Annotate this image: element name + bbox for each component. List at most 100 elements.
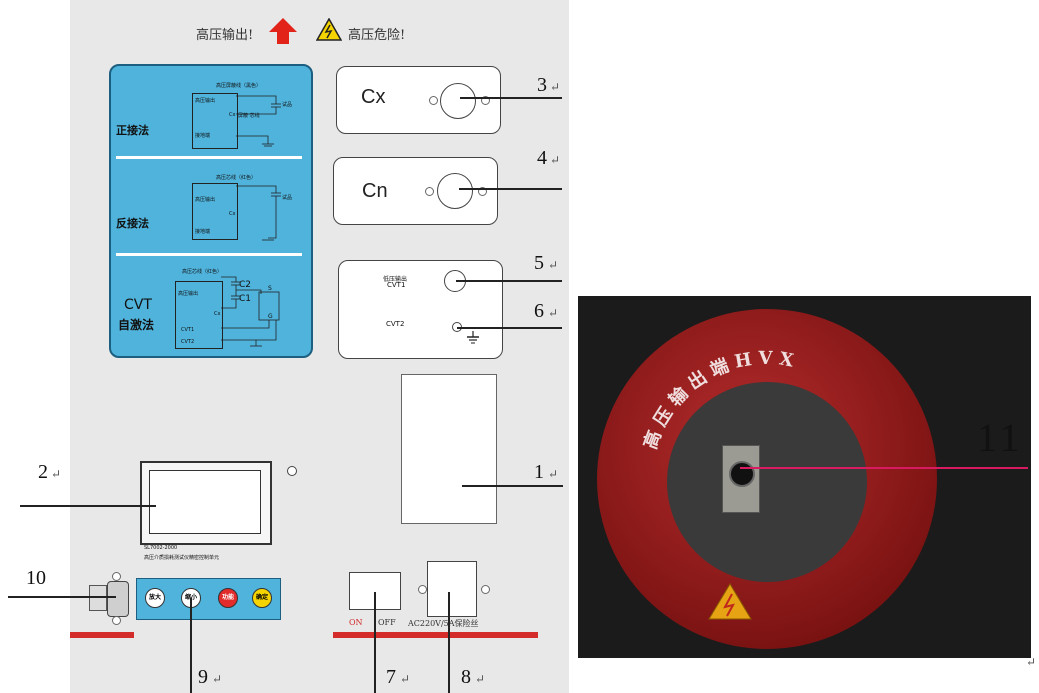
- hv-output-socket: [729, 461, 755, 487]
- indicator-led: [287, 466, 297, 476]
- schematic-text: Cx: [229, 211, 236, 217]
- schematic-text: 高压输出: [195, 197, 216, 203]
- function-button[interactable]: 功能: [218, 588, 238, 608]
- fuse-socket[interactable]: [427, 561, 477, 617]
- positive-method-label: 正接法: [116, 124, 149, 137]
- cn-label: Cn: [362, 180, 388, 202]
- callout-3: 3: [537, 74, 547, 96]
- cvt1-label: CVT1: [387, 281, 406, 289]
- leader-line-2: [20, 505, 156, 507]
- schematic-text: Cx: [214, 311, 221, 317]
- return-mark: ↵: [400, 672, 411, 686]
- callout-6: 6: [534, 300, 544, 322]
- schematic-text: 高压输出: [195, 98, 216, 104]
- return-mark: ↵: [212, 672, 223, 686]
- red-stripe: [70, 632, 134, 638]
- callout-9: 9: [198, 666, 208, 688]
- cn-socket[interactable]: [437, 173, 473, 209]
- cvt-method-label: CVT: [124, 297, 152, 313]
- hv-terminal-title: 高压输出端HVX: [639, 348, 795, 452]
- schematic-box: [192, 93, 238, 149]
- warning-triangle-icon: [316, 18, 342, 41]
- screw-hole: [418, 585, 427, 594]
- cx-label: Cx: [361, 86, 386, 108]
- schematic-text: C1: [239, 294, 252, 304]
- schematic-text: CVT1: [181, 327, 195, 333]
- confirm-button[interactable]: 确定: [252, 588, 272, 608]
- hv-danger-label: 高压危险!: [348, 28, 406, 43]
- cx-indicator: [481, 96, 490, 105]
- serial-port[interactable]: [107, 581, 129, 617]
- callout-4: 4: [537, 147, 547, 169]
- return-mark: ↵: [548, 467, 559, 481]
- return-mark: ↵: [550, 153, 561, 167]
- leader-line-10: [8, 596, 116, 598]
- off-label: OFF: [378, 618, 396, 627]
- method-divider: [116, 253, 302, 256]
- schematic-text: 高压屏蔽线（黑色）: [216, 83, 262, 89]
- on-label: ON: [349, 618, 363, 627]
- cx-indicator: [429, 96, 438, 105]
- callout-5: 5: [534, 252, 544, 274]
- cn-connector-box: [333, 157, 498, 225]
- schematic-wiring: [236, 95, 281, 147]
- cvt1-top-label: 低压输出: [383, 276, 408, 283]
- schematic-text: 屏蔽 芯线: [238, 113, 260, 119]
- reverse-method-label: 反接法: [116, 217, 149, 230]
- callout-8: 8: [461, 666, 471, 688]
- callout-1: 1: [534, 461, 544, 483]
- callout-10: 10: [26, 567, 46, 589]
- return-mark: ↵: [51, 467, 62, 481]
- schematic-text: C2: [239, 280, 252, 290]
- return-mark: ↵: [550, 80, 561, 94]
- leader-line-4: [459, 188, 562, 190]
- schematic-text: CVT2: [181, 339, 195, 345]
- schematic-wiring: [221, 276, 280, 347]
- return-mark: ↵: [1026, 655, 1037, 669]
- serial-port-flange: [89, 585, 107, 611]
- red-stripe: [333, 632, 538, 638]
- schematic-box: [192, 183, 238, 240]
- terminal-recess: [667, 382, 867, 582]
- leader-line-5: [456, 280, 562, 282]
- schematic-text: 高压芯线（红色）: [182, 269, 223, 275]
- callout-2: 2: [38, 461, 48, 483]
- schematic-wiring: [236, 185, 281, 241]
- screw-hole: [112, 616, 121, 625]
- screw-hole: [481, 585, 490, 594]
- return-mark: ↵: [548, 258, 559, 272]
- callout-11: 11: [977, 415, 1024, 460]
- method-divider: [116, 156, 302, 159]
- schematic-text: G: [268, 313, 273, 320]
- self-excite-label: 自激法: [118, 318, 155, 332]
- leader-line-9: [190, 598, 192, 693]
- schematic-text: 接地端: [195, 133, 211, 139]
- socket-label: AC220V/5A保险丝: [408, 619, 479, 628]
- device-subtitle: 高压介质损耗测试仪精密控制单元: [144, 555, 220, 561]
- screw-hole: [112, 572, 121, 581]
- ground-icon: [467, 331, 479, 344]
- schematic-box: [175, 281, 223, 349]
- leader-line-1: [462, 485, 563, 487]
- cvt2-label: CVT2: [386, 320, 405, 328]
- callout-7: 7: [386, 666, 396, 688]
- cx-socket[interactable]: [440, 83, 476, 119]
- leader-line-8: [448, 592, 450, 693]
- curved-title: 高压输出端HVX: [639, 348, 801, 452]
- zoom-in-button[interactable]: 放大: [145, 588, 165, 608]
- red-up-arrow-icon: [269, 18, 297, 44]
- return-mark: ↵: [548, 306, 559, 320]
- schematic-text: S: [268, 285, 272, 292]
- leader-line-7: [374, 592, 376, 693]
- lcd-screen: [149, 470, 261, 534]
- model-label: SL7002-2000: [144, 545, 178, 551]
- svg-text:高压输出端HVX: 高压输出端HVX: [639, 348, 801, 452]
- leader-line-11: [740, 467, 1028, 469]
- return-mark: ↵: [475, 672, 486, 686]
- cn-indicator: [478, 187, 487, 196]
- schematic-text: 试品: [282, 195, 293, 201]
- schematic-text: 高压输出: [178, 291, 199, 297]
- schematic-text: 试品: [282, 102, 293, 108]
- cn-indicator: [425, 187, 434, 196]
- cvt-connector-box: [338, 260, 503, 359]
